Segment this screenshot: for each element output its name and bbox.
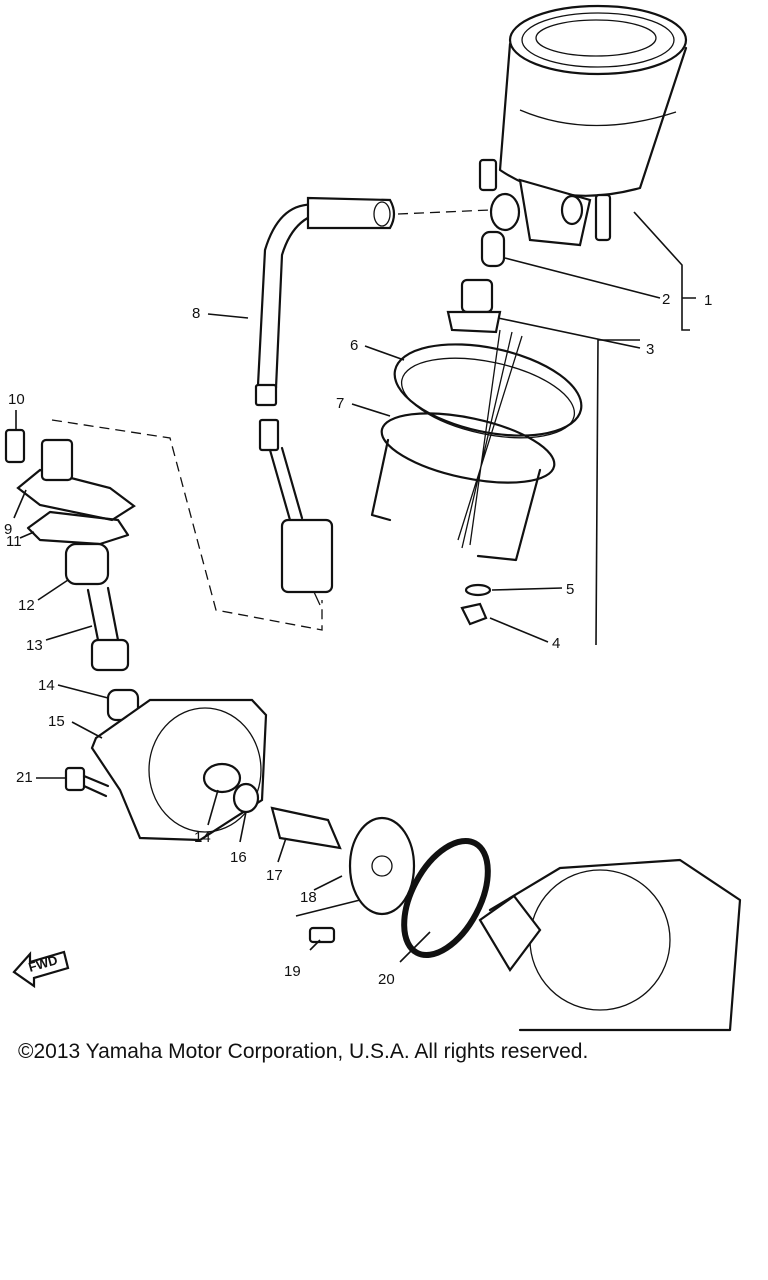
callout-6: 6 [350,337,358,354]
wheel-hub [478,858,742,1032]
callout-18: 18 [300,889,317,906]
copyright-notice: ©2013 Yamaha Motor Corporation, U.S.A. A… [18,1040,589,1063]
callout-numbers: 1 2 3 4 5 6 7 8 9 10 11 12 13 14 15 21 1… [4,291,712,988]
part-12-bushing [64,542,110,586]
part-10-bolt [4,428,26,464]
callout-20: 20 [378,971,395,988]
leader-lines [13,211,696,963]
callout-12: 12 [18,597,35,614]
callout-15: 15 [48,713,65,730]
callout-1: 1 [704,292,712,309]
part-20-o-ring [401,837,491,959]
part-8-cable [254,196,396,606]
speedometer-gauge [478,4,688,247]
callout-19: 19 [284,963,301,980]
callout-2: 2 [662,291,670,308]
callout-21: 21 [16,769,33,786]
part-4-nut [460,602,488,626]
callout-4: 4 [552,635,560,652]
callout-14-bottom: 14 [194,829,211,846]
callout-8: 8 [192,305,200,322]
callout-13: 13 [26,637,43,654]
part-7-bracket [370,329,556,562]
callout-14-top: 14 [38,677,55,694]
part-13-drive-gear [86,586,130,672]
part-18-plate [348,816,416,916]
fwd-arrow-icon: FWD [12,950,70,989]
callout-17: 17 [266,867,283,884]
part-2-bulb [480,230,506,268]
part-5-washer [464,583,492,597]
part-19-screw [308,926,336,944]
drive-route-dashed-line [51,419,323,631]
part-9-flange [16,438,136,522]
part-15-gear-housing [90,698,268,842]
part-17-driven-gear [270,806,342,850]
callout-16: 16 [230,849,247,866]
callout-5: 5 [566,581,574,598]
exploded-parts-diagram: FWD 1 2 3 4 5 6 7 8 9 [4,4,742,1032]
callout-7: 7 [336,395,344,412]
part-11-gasket [26,510,130,546]
callout-11: 11 [6,533,22,550]
part-21-bolt [64,766,110,798]
part-3-socket [446,278,502,334]
cable-route-dashed-line [397,209,491,215]
callout-10: 10 [8,391,25,408]
callout-9: 9 [4,521,12,538]
part-16-washer [232,782,260,814]
callout-3: 3 [646,341,654,358]
